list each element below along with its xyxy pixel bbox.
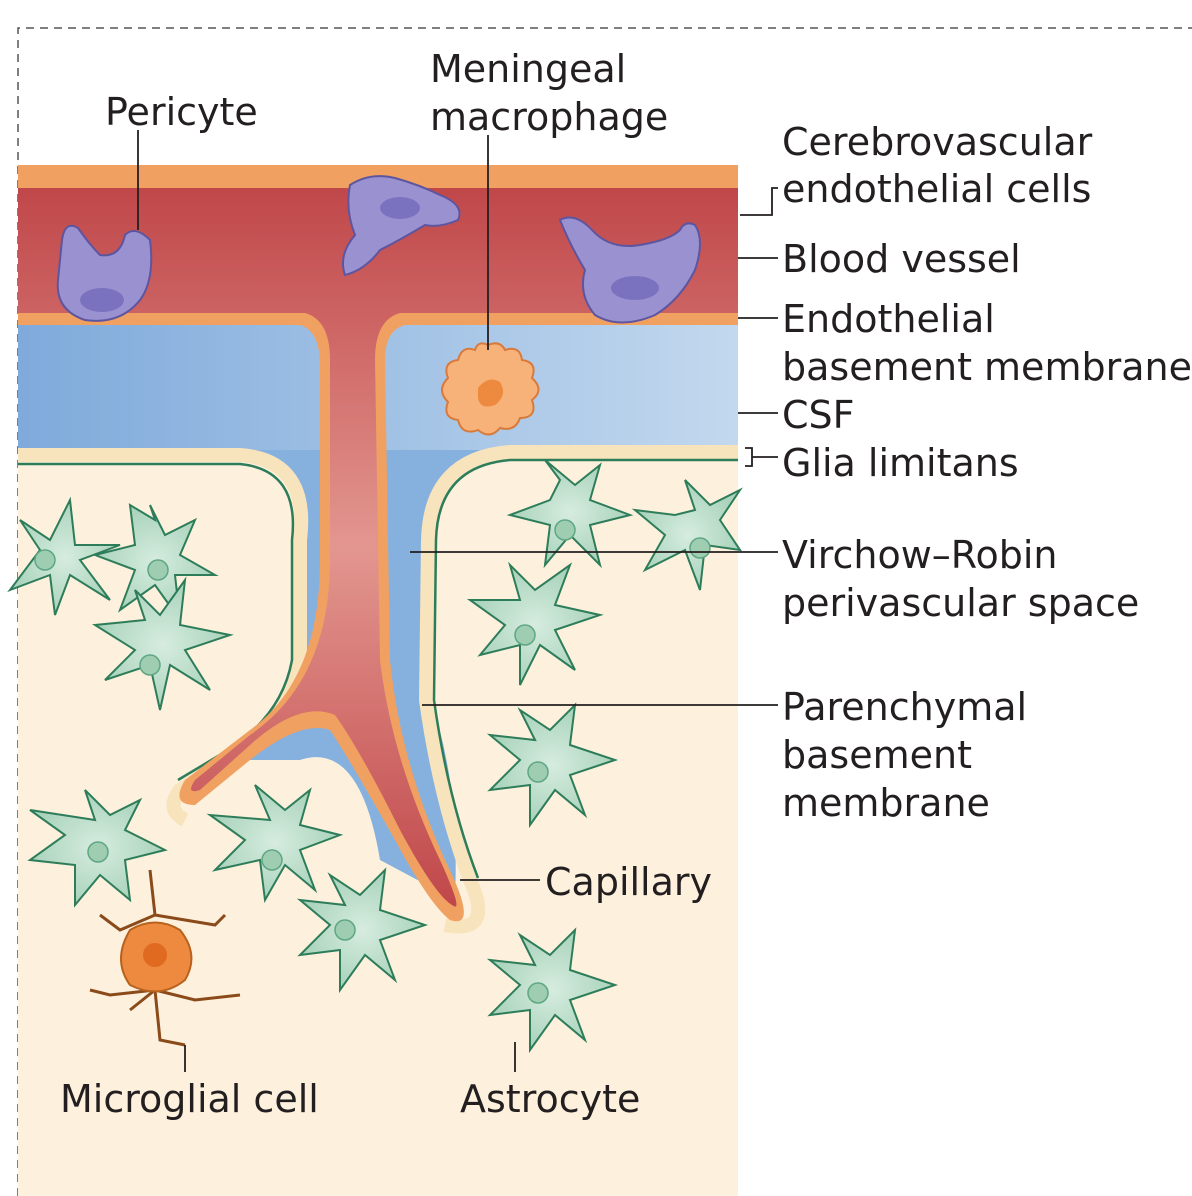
label-meningeal-macrophage-2: macrophage [430,95,668,139]
label-blood-vessel: Blood vessel [782,237,1021,281]
label-endothelial-bm-2: basement membrane [782,345,1192,389]
label-parenchymal-3: membrane [782,781,990,825]
label-glia-limitans: Glia limitans [782,441,1019,485]
label-parenchymal-2: basement [782,733,972,777]
label-cerebrovascular-2: endothelial cells [782,167,1091,211]
label-cerebrovascular-1: Cerebrovascular [782,120,1093,164]
label-pericyte: Pericyte [105,90,258,134]
label-capillary: Capillary [545,860,712,904]
label-virchow-robin-2: perivascular space [782,581,1139,625]
label-parenchymal-1: Parenchymal [782,685,1027,729]
label-meningeal-macrophage-1: Meningeal [430,47,626,91]
label-endothelial-bm-1: Endothelial [782,297,995,341]
label-csf: CSF [782,393,855,437]
label-astrocyte: Astrocyte [460,1077,640,1121]
label-microglial-cell: Microglial cell [60,1077,319,1121]
label-virchow-robin-1: Virchow–Robin [782,533,1058,577]
